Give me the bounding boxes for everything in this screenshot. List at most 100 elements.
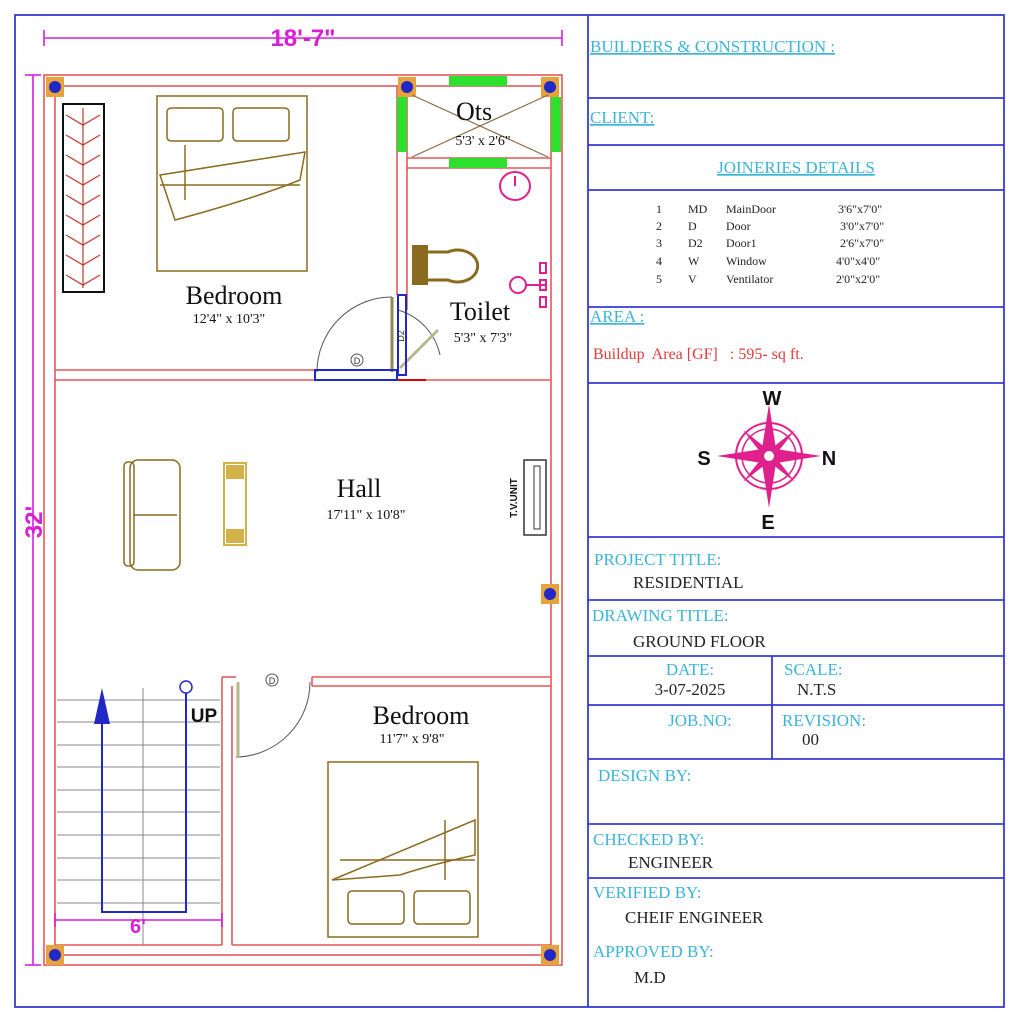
- checked-by-label: CHECKED BY:: [593, 830, 704, 849]
- buildup-area: Buildup Area [GF] : 595- sq ft.: [593, 346, 804, 363]
- width-dimension: [43, 30, 563, 46]
- drawing-title-label: DRAWING TITLE:: [592, 606, 729, 625]
- joinery-no: 5: [656, 272, 662, 286]
- joinery-no: 1: [656, 202, 662, 216]
- staircase: [57, 688, 220, 945]
- compass-south: S: [697, 448, 710, 470]
- tv-unit-label: T.V.UNIT: [509, 478, 520, 518]
- date-value: 3-07-2025: [655, 680, 726, 699]
- joinery-row: 3 D2 Door1 2'6"x7'0": [656, 236, 884, 250]
- joinery-size: 4'0"x4'0": [836, 254, 880, 268]
- wash-basin-icon: [499, 171, 531, 201]
- revision-label: REVISION:: [782, 711, 866, 730]
- joinery-name: Ventilator: [726, 272, 773, 286]
- toilet-door[interactable]: D2: [396, 294, 441, 381]
- column: [398, 77, 416, 97]
- columns: [46, 77, 559, 965]
- job-no-label: JOB.NO:: [668, 711, 732, 730]
- client-label: CLIENT:: [590, 108, 654, 127]
- tv-unit: T.V.UNIT: [509, 459, 547, 536]
- compass-east: E: [761, 512, 774, 534]
- bedroom-2-door[interactable]: D: [235, 673, 311, 758]
- joinery-code: V: [688, 272, 697, 286]
- room-size-hall: 17'11" x 10'8": [327, 508, 406, 523]
- compass-rose-icon: [717, 404, 821, 508]
- room-size-toilet: 5'3" x 7'3": [454, 331, 512, 346]
- compass-north: N: [822, 448, 836, 470]
- length-dimension: [25, 74, 41, 966]
- joineries-table: 1 MD MainDoor 3'6"x7'0" 2 D Door 3'0"x7'…: [656, 202, 884, 286]
- outer-wall: [43, 74, 563, 966]
- sheet-border: [14, 14, 1005, 1008]
- column: [46, 945, 64, 965]
- width-dimension-label: 18'-7": [270, 25, 335, 52]
- bed-icon: [156, 95, 308, 272]
- room-size-bedroom-2: 11'7" x 9'8": [380, 732, 445, 747]
- bed-icon: [327, 761, 479, 938]
- joinery-row: 2 D Door 3'0"x7'0": [656, 219, 884, 233]
- ots-cross: [411, 94, 549, 158]
- column: [46, 77, 64, 97]
- joinery-name: Door: [726, 219, 751, 233]
- ots-windows: [397, 76, 561, 168]
- project-title-label: PROJECT TITLE:: [594, 550, 721, 569]
- stair-up-label: UP: [191, 706, 218, 727]
- checked-by-value: ENGINEER: [628, 853, 714, 872]
- stair-start-marker: [179, 680, 193, 694]
- room-name-bedroom-2: Bedroom: [373, 701, 470, 730]
- joinery-row: 5 V Ventilator 2'0"x2'0": [656, 272, 880, 286]
- joinery-row: 1 MD MainDoor 3'6"x7'0": [656, 202, 882, 216]
- toilet-icon: [412, 245, 480, 285]
- column: [541, 945, 559, 965]
- area-label: AREA :: [590, 307, 644, 326]
- room-name-toilet: Toilet: [450, 297, 511, 326]
- arrow-up-icon: [94, 688, 110, 724]
- joinery-no: 3: [656, 236, 662, 250]
- internal-walls: [55, 86, 551, 946]
- room-name-bedroom-1: Bedroom: [186, 281, 283, 310]
- approved-by-label: APPROVED BY:: [593, 942, 714, 961]
- joinery-size: 2'0"x2'0": [836, 272, 880, 286]
- joinery-no: 4: [656, 254, 662, 268]
- revision-value: 00: [802, 730, 819, 749]
- project-title: RESIDENTIAL: [633, 573, 743, 592]
- compass-west: W: [763, 388, 782, 410]
- room-size-bedroom-1: 12'4" x 10'3": [193, 312, 265, 327]
- scale-label: SCALE:: [784, 660, 843, 679]
- joinery-row: 4 W Window 4'0"x4'0": [656, 254, 880, 268]
- joinery-name: MainDoor: [726, 202, 776, 216]
- wardrobe: [62, 103, 105, 293]
- stair-direction-line: [101, 692, 187, 913]
- joinery-code: MD: [688, 202, 708, 216]
- door-tag: D: [354, 356, 361, 366]
- room-size-ots: 5'3' x 2'6": [455, 134, 510, 149]
- joinery-code: W: [688, 254, 700, 268]
- builders-label: BUILDERS & CONSTRUCTION :: [590, 37, 835, 56]
- joinery-code: D: [688, 219, 697, 233]
- drawing-title: GROUND FLOOR: [633, 632, 766, 651]
- design-by-label: DESIGN BY:: [598, 766, 691, 785]
- approved-by-value: M.D: [634, 968, 666, 987]
- verified-by-label: VERIFIED BY:: [593, 883, 701, 902]
- joinery-name: Window: [726, 254, 767, 268]
- joinery-no: 2: [656, 219, 662, 233]
- date-label: DATE:: [666, 660, 714, 679]
- stair-width-dimension: [54, 913, 223, 927]
- room-name-ots: Ots: [456, 97, 492, 126]
- verified-by-value: CHEIF ENGINEER: [625, 908, 764, 927]
- center-table-icon: [223, 462, 247, 546]
- joinery-size: 2'6"x7'0": [840, 236, 884, 250]
- door-tag-d2: D2: [396, 330, 406, 342]
- title-block: [588, 97, 1004, 879]
- scale-value: N.T.S: [797, 680, 836, 699]
- joinery-name: Door1: [726, 236, 757, 250]
- stair-width-label: 6': [130, 916, 146, 938]
- column: [541, 77, 559, 97]
- shower-icon: [509, 262, 547, 308]
- sofa-icon: [123, 459, 181, 571]
- bedroom-door[interactable]: D: [314, 296, 398, 381]
- joinery-size: 3'0"x7'0": [840, 219, 884, 233]
- joinery-code: D2: [688, 236, 703, 250]
- room-name-hall: Hall: [337, 474, 382, 503]
